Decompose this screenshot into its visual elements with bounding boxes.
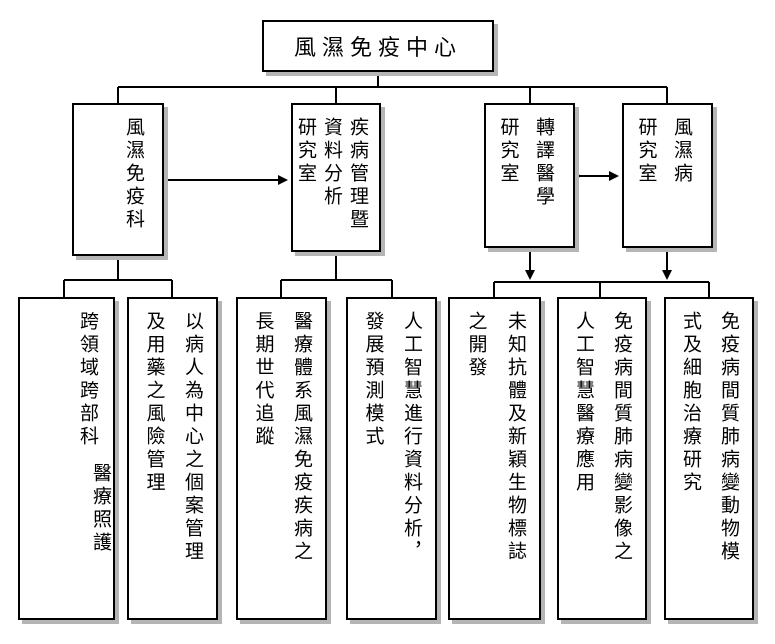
trans-lab-line-1: 轉譯醫學 [533,117,555,209]
dept-line-1: 風濕免疫科 [123,117,145,232]
center-title-box: 風濕免疫中心 [262,20,494,72]
animal-model-box: 免疫病間質肺病變動物模 式及細胞治療研究 [664,297,754,620]
data-lab-line-2: 資料分析 [321,117,343,209]
data-lab-line-1: 疾病管理暨 [347,117,369,232]
ai-analysis-line-2: 發展預測模式 [362,311,385,449]
rheum-lab-box: 風濕病 研究室 [622,103,713,248]
dept-box: 風濕免疫科 [72,103,164,256]
ai-imaging-box: 免疫病間質肺病變影像之 人工智慧醫療應用 [557,297,647,620]
patient-line-2: 及用藥之風險管理 [143,311,166,495]
patient-line-1: 以病人為中心之個案管理 [182,311,204,564]
ai-analysis-box: 人工智慧進行資料分析， 發展預測模式 [346,297,437,620]
cross-line-2: 跨部科 [77,380,99,449]
animal-model-line-2: 式及細胞治療研究 [680,311,702,495]
animal-model-line-1: 免疫病間質肺病變動物模 [718,311,740,564]
rheum-lab-line-2: 研究室 [635,117,658,186]
data-lab-box: 疾病管理暨 資料分析 研究室 [291,103,381,252]
patient-box: 以病人為中心之個案管理 及用藥之風險管理 [127,297,218,620]
tracking-line-1: 醫療體系風濕免疫疾病之 [291,311,313,564]
rheum-lab-line-1: 風濕病 [671,117,693,186]
ai-analysis-line-1: 人工智慧進行資料分析， [401,311,423,564]
cross-extra: 醫療照護 [90,463,112,555]
biomarker-line-2: 之開發 [465,311,488,380]
cross-line-1: 跨領域 [77,311,99,380]
tracking-box: 醫療體系風濕免疫疾病之 長期世代追蹤 [236,297,327,620]
data-lab-line-3: 研究室 [295,117,317,186]
tracking-line-2: 長期世代追蹤 [252,311,275,449]
biomarker-box: 未知抗體及新穎生物標誌 之開發 [448,297,541,620]
cross-box: 跨領域 跨部科 醫療照護 [18,297,115,620]
biomarker-line-1: 未知抗體及新穎生物標誌 [505,311,527,564]
ai-imaging-line-1: 免疫病間質肺病變影像之 [611,311,633,564]
center-title: 風濕免疫中心 [293,36,462,61]
ai-imaging-line-2: 人工智慧醫療應用 [573,311,595,495]
trans-lab-box: 轉譯醫學 研究室 [484,103,575,248]
trans-lab-line-2: 研究室 [497,117,520,186]
